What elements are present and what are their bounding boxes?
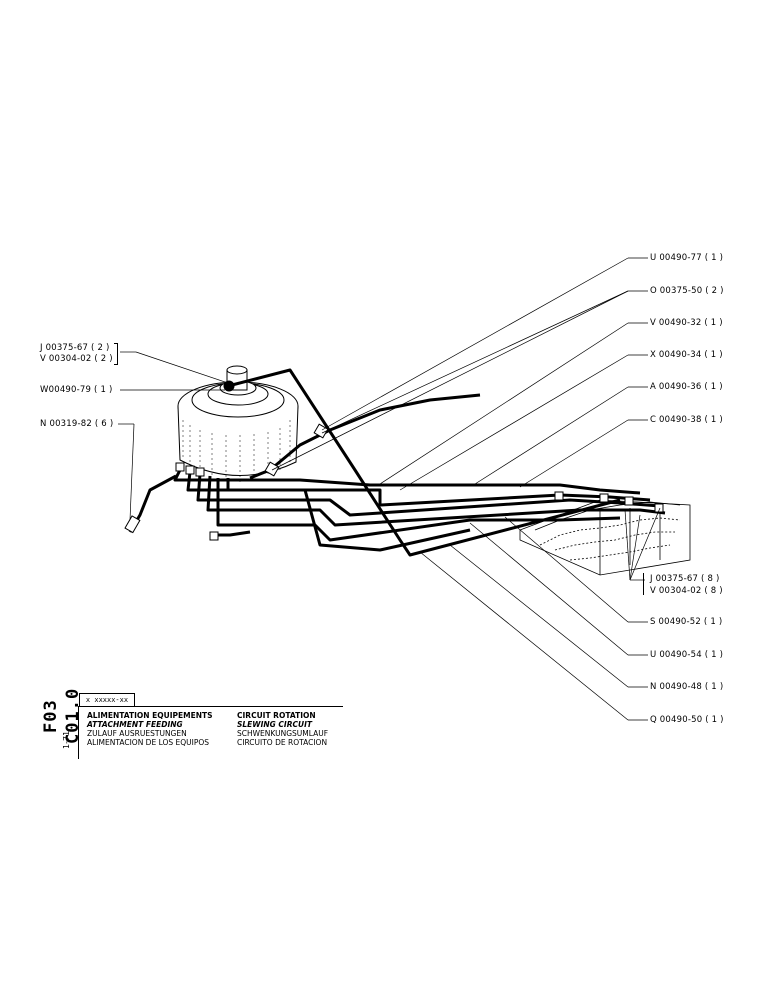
callout-s00490-52: S 00490-52 ( 1 ) <box>650 617 723 627</box>
callout-x00490-34: X 00490-34 ( 1 ) <box>650 350 723 360</box>
callout-j00375-67-8: J 00375-67 ( 8 ) <box>650 574 720 584</box>
callout-v00304-02-8: V 00304-02 ( 8 ) <box>650 586 723 596</box>
title-left-fr: ALIMENTATION EQUIPEMENTS <box>87 711 213 720</box>
callout-u00490-54: U 00490-54 ( 1 ) <box>650 650 724 660</box>
document-date: 1-71 <box>62 730 71 750</box>
reference-box: x xxxxx-xx <box>79 693 135 707</box>
callout-bracket-right <box>643 573 647 595</box>
callout-a00490-36: A 00490-36 ( 1 ) <box>650 382 723 392</box>
callout-u00490-77: U 00490-77 ( 1 ) <box>650 253 724 263</box>
callout-w00490-79: W00490-79 ( 1 ) <box>40 385 113 395</box>
callout-n00319-82: N 00319-82 ( 6 ) <box>40 419 114 429</box>
callout-bracket-left <box>114 343 118 365</box>
swivel-ring-body <box>177 380 299 482</box>
title-block: ALIMENTATION EQUIPEMENTS ATTACHMENT FEED… <box>78 706 343 759</box>
title-right-de: SCHWENKUNGSUMLAUF <box>237 729 329 738</box>
title-right-en: SLEWING CIRCUIT <box>237 720 312 729</box>
leader-lines <box>118 257 661 721</box>
document-code: F03 C01.0 <box>41 687 83 745</box>
callout-v00490-32: V 00490-32 ( 1 ) <box>650 318 723 328</box>
title-left-es: ALIMENTACION DE LOS EQUIPOS <box>87 738 210 747</box>
title-right-es: CIRCUITO DE ROTACION <box>237 738 328 747</box>
pipe-fittings <box>124 423 664 541</box>
callout-q00490-50: Q 00490-50 ( 1 ) <box>650 715 724 725</box>
callout-j00375-67-2: J 00375-67 ( 2 ) <box>40 343 110 353</box>
callout-o00375-50: O 00375-50 ( 2 ) <box>650 286 724 296</box>
callout-n00490-48: N 00490-48 ( 1 ) <box>650 682 724 692</box>
title-left-en: ATTACHMENT FEEDING <box>87 720 183 729</box>
callout-v00304-02-2: V 00304-02 ( 2 ) <box>40 354 113 364</box>
callout-c00490-38: C 00490-38 ( 1 ) <box>650 415 723 425</box>
title-left-de: ZULAUF AUSRUESTUNGEN <box>87 729 187 738</box>
swivel-cap <box>223 365 248 392</box>
title-right-fr: CIRCUIT ROTATION <box>237 711 316 720</box>
